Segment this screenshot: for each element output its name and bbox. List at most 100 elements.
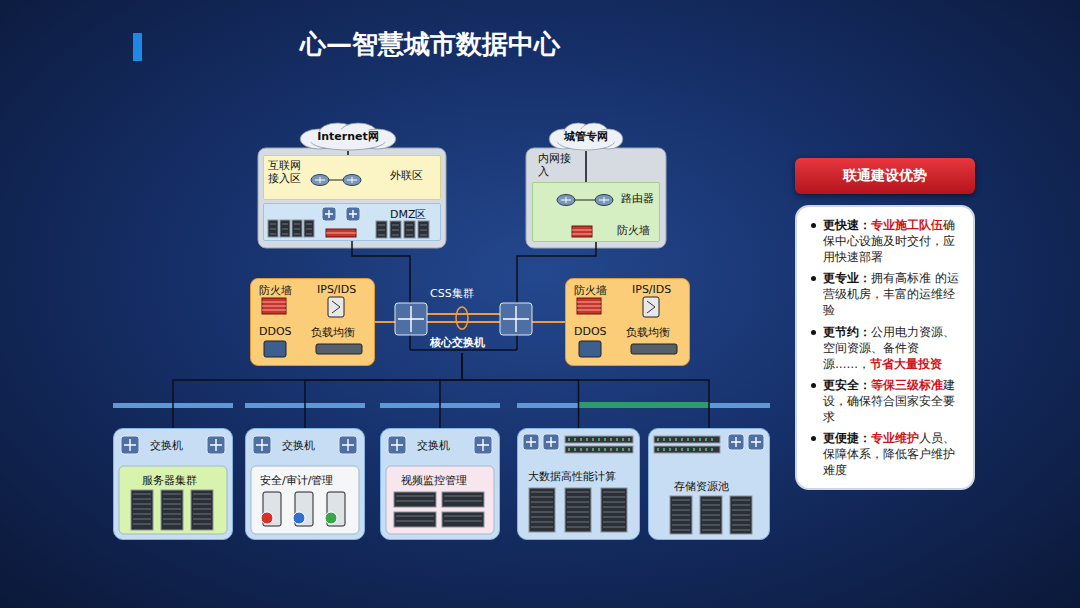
inner-panel (251, 466, 359, 534)
server-slot (193, 509, 211, 510)
server-slot (567, 497, 589, 498)
strip-led (670, 438, 671, 441)
firewall-brick (572, 234, 592, 235)
server-slot (567, 502, 589, 503)
storage-strip (654, 446, 720, 453)
storage-strip (654, 436, 720, 443)
server-slot (163, 514, 181, 515)
bullet-heading: 更专业： (823, 271, 871, 285)
server-slot (133, 509, 151, 510)
server-slot (732, 510, 750, 511)
strip-led (706, 438, 707, 441)
server-slot (603, 497, 625, 498)
device-icon (328, 297, 344, 317)
server-slot (294, 234, 300, 235)
panel (526, 148, 666, 248)
bullet-dot (811, 276, 816, 281)
server-slot (702, 505, 720, 506)
node-label: 交换机 (150, 439, 183, 452)
server-slot (531, 527, 553, 528)
wire (409, 285, 411, 303)
zone-box: CSS集群核心交换机 (390, 285, 535, 353)
css-link (427, 321, 500, 323)
strip-led (599, 448, 600, 451)
label-holder: DMZ区 (390, 207, 427, 222)
server-slot (567, 517, 589, 518)
server-icon (442, 492, 484, 507)
router-icon (343, 175, 361, 186)
header-box: 联通建设优势 (795, 158, 975, 194)
bullet-heading: 更便捷： (823, 431, 871, 445)
server-slot (444, 496, 482, 497)
node-label: 外联区 (390, 169, 423, 182)
bullet-item: 更专业：拥有高标准 的运营级机房，丰富的运维经验 (811, 270, 963, 318)
node-label: IPS/IDS (632, 283, 671, 296)
label-holder: 大数据高性能计算 (528, 469, 616, 484)
network-cloud: 城管专网 (546, 121, 626, 151)
strip-led (623, 438, 624, 441)
server-slot (732, 500, 750, 501)
strip-led (617, 438, 618, 441)
highlight-text: 节省大量投资 (870, 357, 942, 371)
server-slot (531, 497, 553, 498)
server-slot (406, 235, 413, 236)
zone-box: 内网接入路由器防火墙 (532, 182, 660, 242)
switch-arrows (526, 437, 536, 447)
strip-led (605, 448, 606, 451)
device-icon (631, 344, 677, 354)
strip-led (581, 448, 582, 451)
server-slot (672, 520, 690, 521)
css-ring (456, 307, 468, 329)
bullet-item: 更便捷：专业维护人员、保障体系，降低客户维护难度 (811, 430, 963, 478)
strip-led (611, 438, 612, 441)
firewall-brick (262, 302, 286, 303)
server-slot (282, 229, 288, 230)
title: 心—智慧城市数据中心 (300, 27, 560, 62)
router-mark (599, 197, 609, 203)
label-holder: 存储资源池 (674, 479, 729, 494)
switch-arrows (391, 439, 403, 451)
server-icon (565, 488, 591, 532)
switch-arrows (256, 439, 268, 451)
label-holder: 交换机 (417, 438, 450, 453)
server-slot (702, 520, 720, 521)
server-slot (133, 519, 151, 520)
node-label: 负载均衡 (626, 326, 670, 339)
server-slot (163, 494, 181, 495)
firewall-icon (262, 298, 286, 314)
server-slot (603, 527, 625, 528)
label-holder: 防火墙 (617, 223, 650, 238)
server-slot (672, 515, 690, 516)
strip-led (587, 438, 588, 441)
server-slot (603, 522, 625, 523)
status-badge (293, 512, 305, 524)
bullet-dot (811, 223, 816, 228)
server-slot (531, 517, 553, 518)
css-link (532, 321, 535, 323)
node-label: 负载均衡 (311, 326, 355, 339)
strip-led (700, 438, 701, 441)
strip-led (593, 448, 594, 451)
strip-led (676, 448, 677, 451)
server-slot (378, 235, 385, 236)
zone-box: 大数据高性能计算 (517, 428, 640, 540)
label-holder: 交换机 (282, 438, 315, 453)
label-holder: 互联网接入区 (268, 159, 308, 185)
firewall-icon (326, 229, 356, 237)
firewall-brick (262, 306, 286, 307)
zone-box: DMZ区 (263, 203, 441, 241)
router-icon (595, 195, 613, 206)
switch-arrows (546, 437, 556, 447)
server-slot (406, 230, 413, 231)
server-slot (567, 507, 589, 508)
device-icon (316, 344, 362, 354)
server-slot (567, 492, 589, 493)
connector (440, 353, 462, 428)
server-slot (672, 500, 690, 501)
strip-led (593, 438, 594, 441)
node-label: 互联网接入区 (268, 159, 301, 185)
zone-box: 交换机安全/审计/管理 (245, 428, 365, 540)
label-holder: 服务器集群 (142, 473, 197, 488)
zone-box: 防火墙IPS/IDSDDOS负载均衡 (565, 278, 690, 366)
header-label: 联通建设优势 (843, 167, 927, 185)
